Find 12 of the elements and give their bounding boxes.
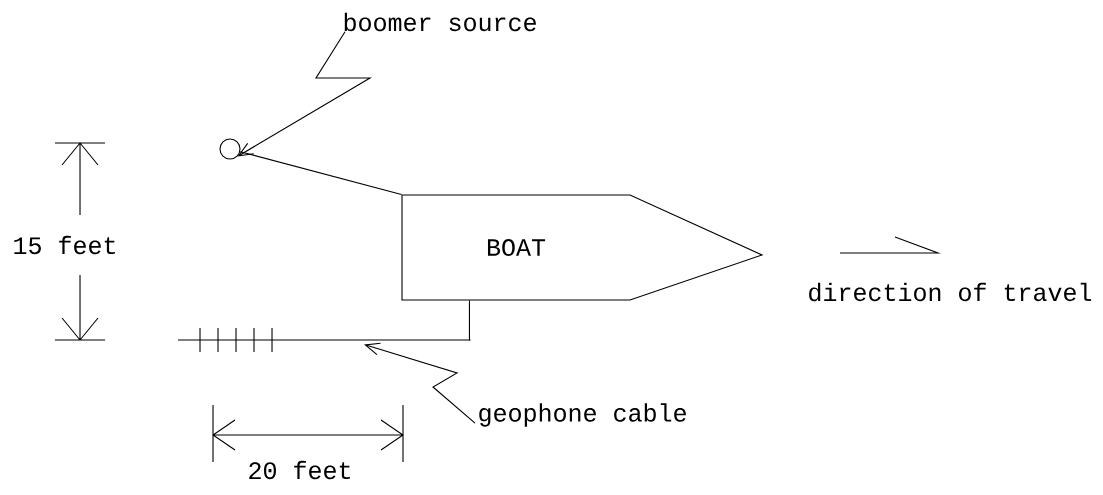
boat-drawing: BOAT bbox=[401, 194, 764, 301]
lightning-arrow bbox=[237, 31, 372, 157]
cable-line bbox=[468, 300, 472, 341]
lightning-arrow bbox=[364, 342, 476, 424]
dimension-label: 20 feet bbox=[245, 458, 355, 482]
callout-text: geophone cable bbox=[479, 403, 686, 427]
tow-line bbox=[239, 151, 402, 195]
cable-drawing bbox=[177, 327, 471, 353]
direction-label: direction of travel bbox=[805, 280, 1095, 304]
source-circle bbox=[219, 138, 241, 160]
dimension-label: 15 feet bbox=[10, 233, 120, 257]
callout-text: boomer source bbox=[344, 12, 536, 32]
